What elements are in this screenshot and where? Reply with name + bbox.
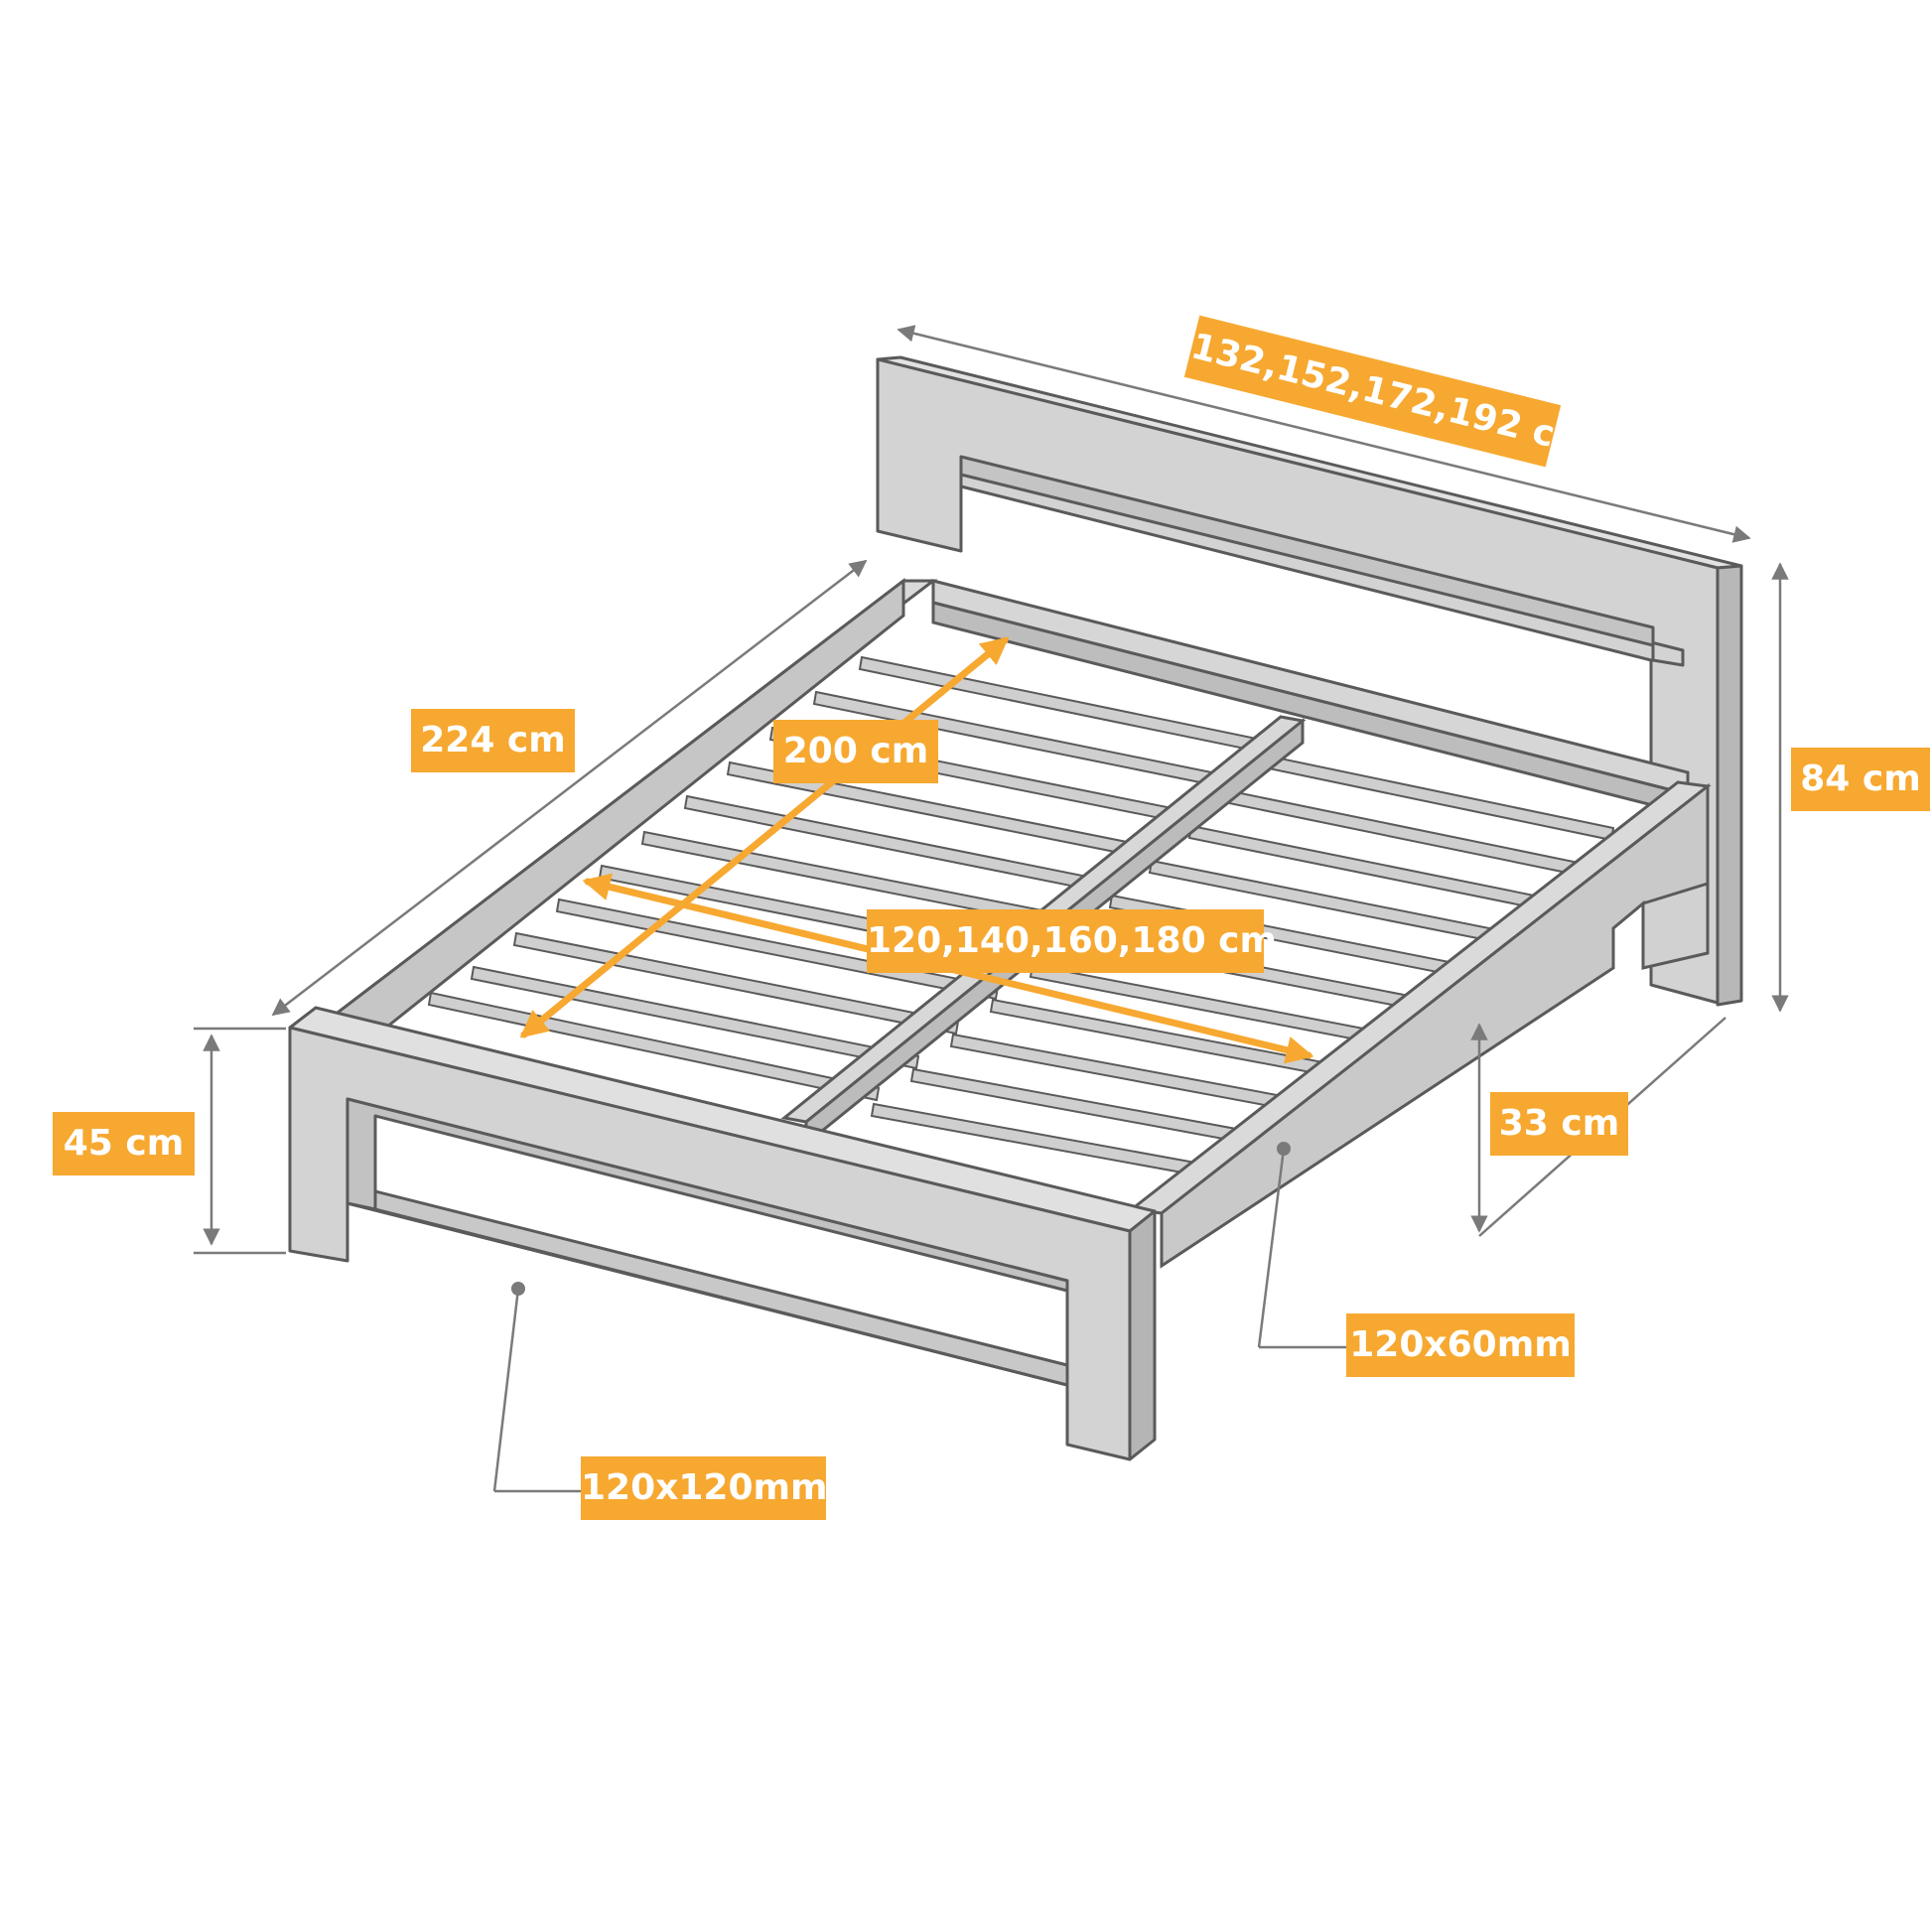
outer-length-label: 224 cm — [411, 709, 575, 772]
back-rail — [931, 579, 1690, 816]
front-frame — [288, 1006, 1157, 1461]
mattress-length-label: 200 cm — [773, 720, 938, 783]
front-beam-leader — [492, 1288, 520, 1492]
under-clearance-label: 33 cm — [1490, 1092, 1628, 1156]
side-beam-leader — [1257, 1148, 1286, 1348]
frame-height-label: 45 cm — [53, 1112, 195, 1175]
mattress-width-label: 120,140,160,180 cm — [867, 909, 1277, 973]
front-beam-label: 120x120mm — [581, 1456, 828, 1520]
side-beam-label: 120x60mm — [1346, 1313, 1575, 1377]
right-side-rail — [1128, 780, 1712, 1269]
headboard-height-label: 84 cm — [1791, 748, 1930, 811]
left-side-rail — [333, 577, 938, 1044]
top-width-line — [897, 325, 1751, 543]
